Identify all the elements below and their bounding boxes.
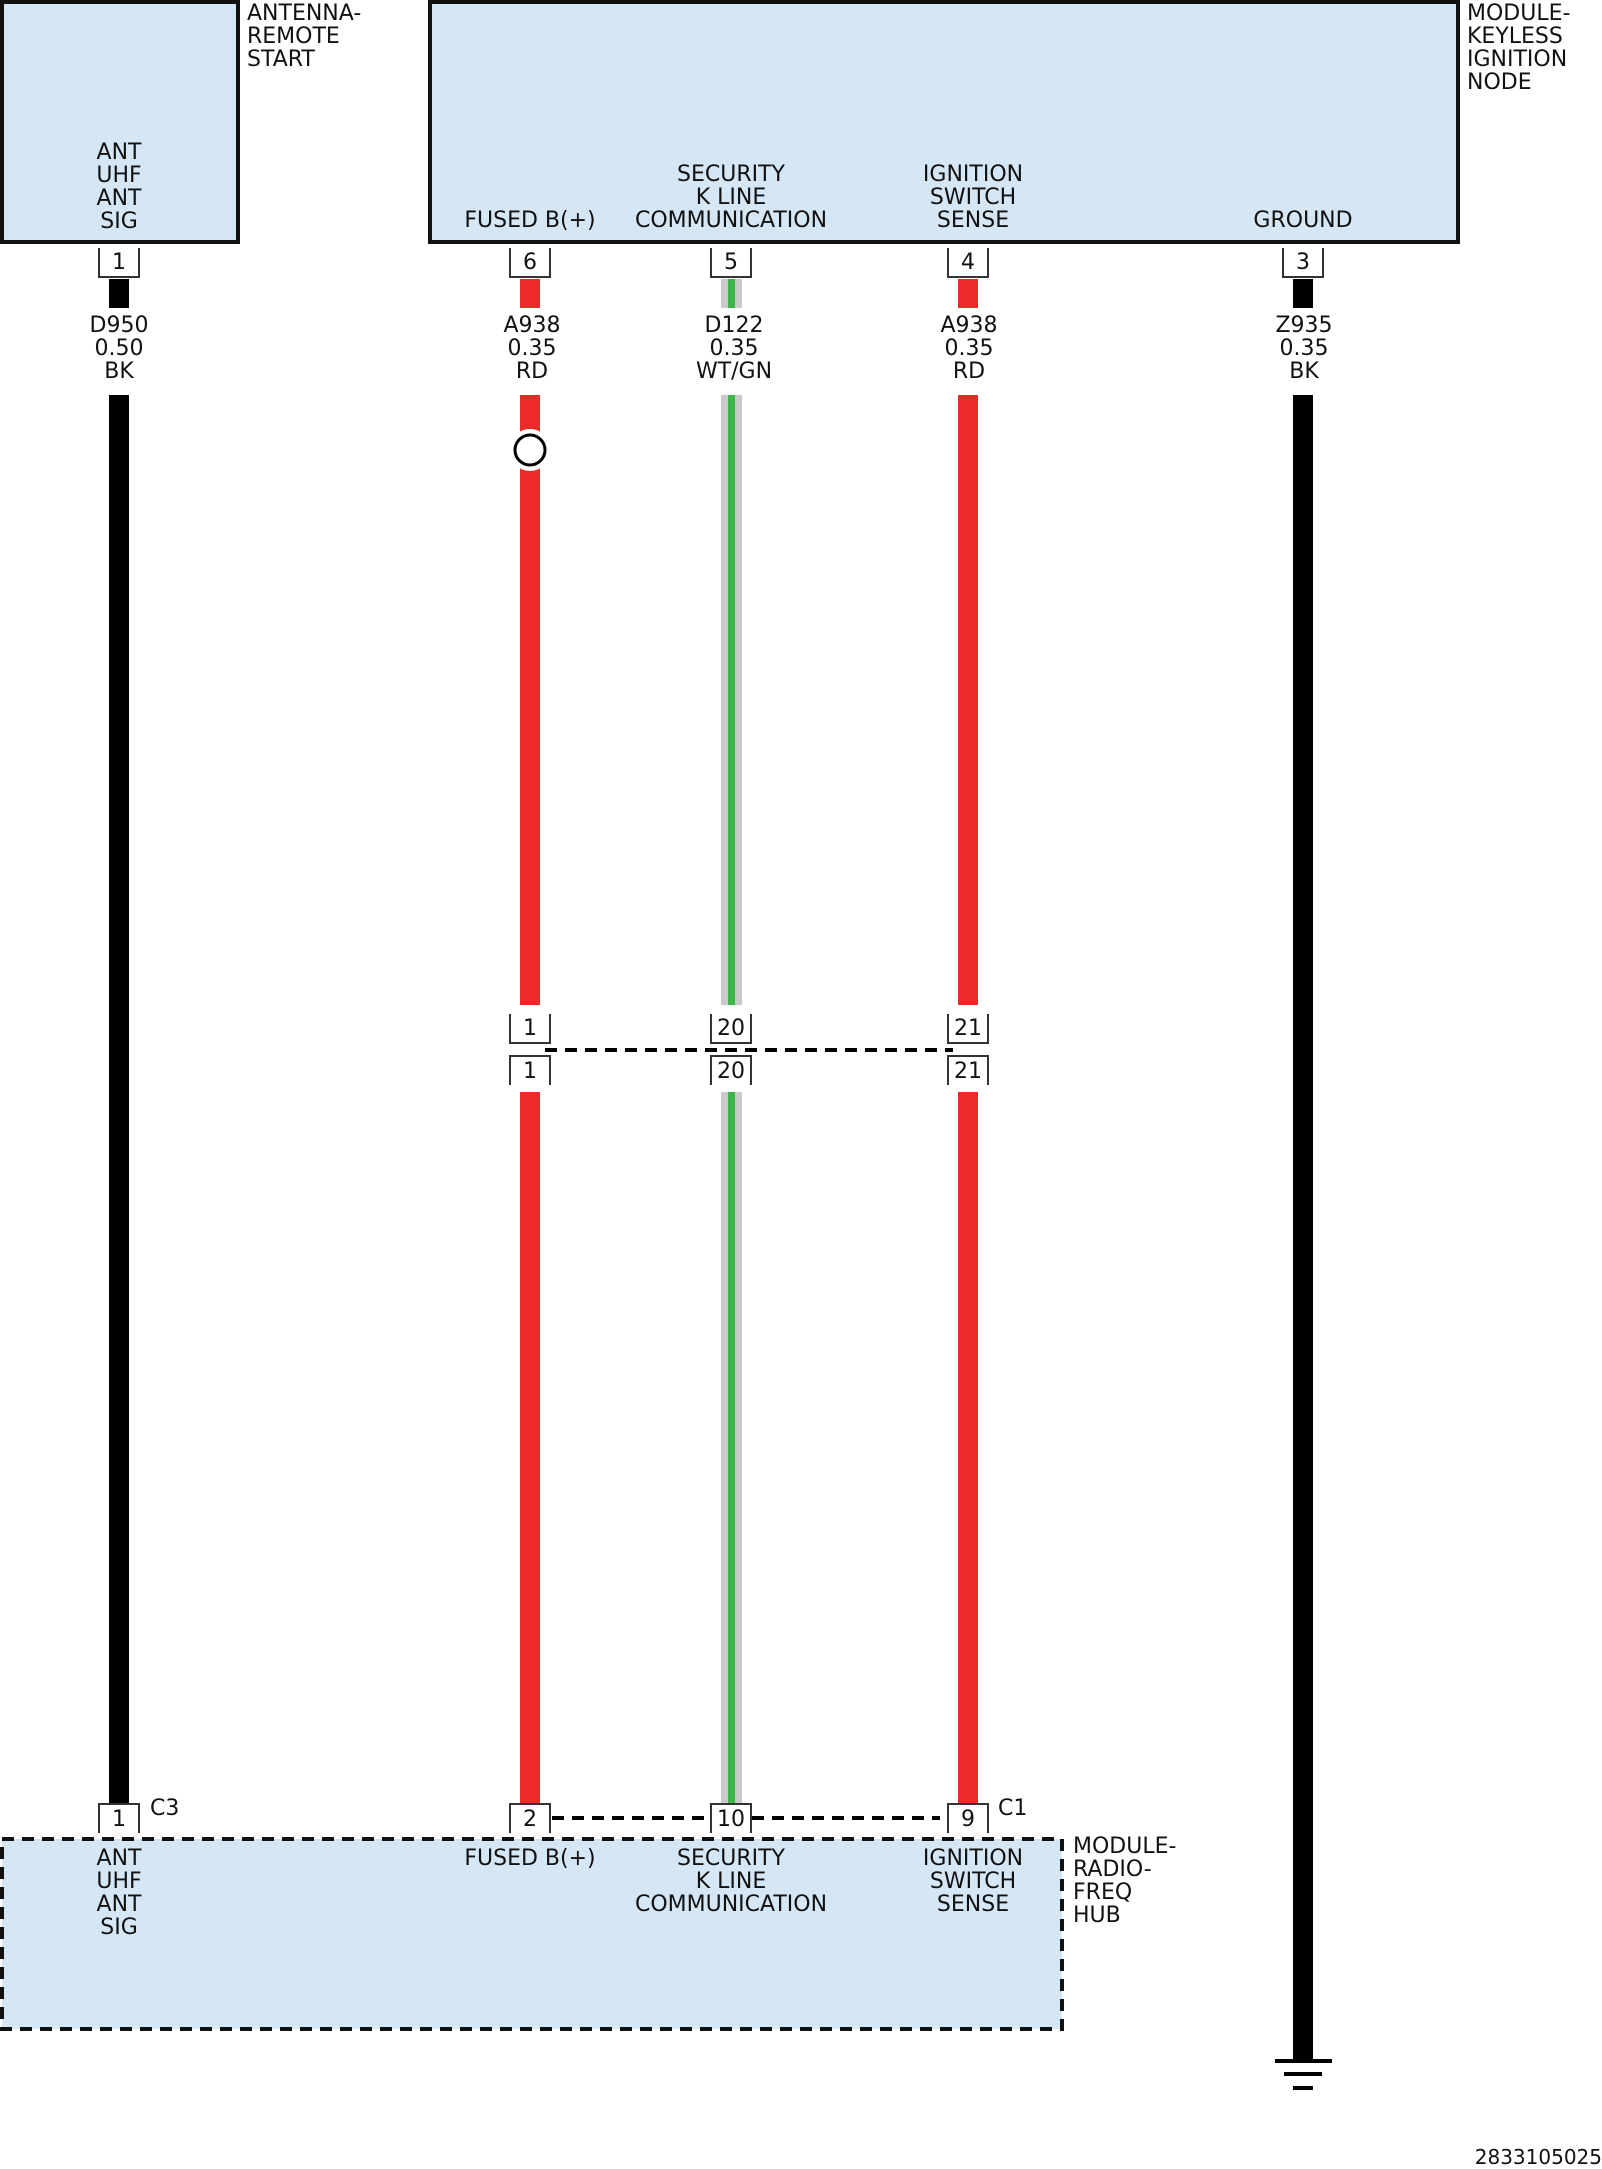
- wire-gauge: 0.35: [507, 336, 557, 361]
- keyless-pin-label-ignition: IGNITION SWITCH SENSE: [922, 162, 1024, 233]
- wire-color: BK: [104, 359, 134, 384]
- wire-d122: [721, 279, 742, 1803]
- antenna-pin-label: ANT UHF ANT SIG: [96, 140, 142, 234]
- hub-pin-label-ignition: IGNITION SWITCH SENSE: [922, 1846, 1024, 1917]
- radio-hub-module-name: MODULE- RADIO- FREQ HUB: [1073, 1834, 1177, 1928]
- inline-upper-pin-1: 1: [509, 1014, 551, 1044]
- hub-pin-2: 2: [509, 1803, 551, 1833]
- hub-pin-label-ant: ANT UHF ANT SIG: [96, 1846, 142, 1940]
- keyless-pin-4: 4: [947, 248, 989, 278]
- wire-z935: [1293, 279, 1313, 2061]
- wire-circuit: D122: [704, 313, 764, 338]
- keyless-node-module-name: MODULE- KEYLESS IGNITION NODE: [1467, 1, 1571, 95]
- inline-upper-pin-20: 20: [710, 1014, 752, 1044]
- antenna-pin-1: 1: [98, 248, 140, 278]
- wire-color: RD: [515, 359, 549, 384]
- keyless-pin-6: 6: [509, 248, 551, 278]
- inline-lower-pin-20: 20: [710, 1055, 752, 1085]
- keyless-pin-5: 5: [710, 248, 752, 278]
- keyless-pin-3: 3: [1282, 248, 1324, 278]
- keyless-pin-label-fused: FUSED B(+): [464, 208, 596, 233]
- hub-pin-10: 10: [710, 1803, 752, 1833]
- inline-lower-pin-21: 21: [947, 1055, 989, 1085]
- wire-gauge: 0.35: [944, 336, 994, 361]
- wire-gauge: 0.35: [709, 336, 759, 361]
- radio-hub-module-box: [0, 1837, 1064, 2031]
- hub-pin-label-security: SECURITY K LINE COMMUNICATION: [634, 1846, 828, 1917]
- wire-color: RD: [952, 359, 986, 384]
- wire-circuit: A938: [503, 313, 561, 338]
- hub-pin-1: 1: [98, 1803, 140, 1833]
- wire-color: BK: [1289, 359, 1319, 384]
- hub-pin-label-fused: FUSED B(+): [464, 1846, 596, 1871]
- antenna-module-name: ANTENNA- REMOTE START: [247, 1, 362, 72]
- wire-circuit: D950: [89, 313, 149, 338]
- wire-circuit: Z935: [1275, 313, 1333, 338]
- inline-lower-pin-1: 1: [509, 1055, 551, 1085]
- wire-circuit: A938: [940, 313, 998, 338]
- connector-c1-label: C1: [998, 1796, 1028, 1821]
- antenna-module-box: [0, 0, 240, 244]
- wire-gauge: 0.35: [1279, 336, 1329, 361]
- keyless-pin-label-ground: GROUND: [1253, 208, 1353, 233]
- ground-icon: [1275, 2059, 1332, 2090]
- wire-a938-fused: [520, 279, 540, 1803]
- connector-c3-label: C3: [150, 1796, 180, 1821]
- keyless-node-module-box: [428, 0, 1460, 244]
- wire-a938-ignition: [958, 279, 978, 1803]
- inline-upper-pin-21: 21: [947, 1014, 989, 1044]
- wire-gauge: 0.50: [94, 336, 144, 361]
- wire-d950: [109, 279, 129, 1803]
- splice-circle-icon: [509, 429, 551, 471]
- hub-pin-9: 9: [947, 1803, 989, 1833]
- diagram-id: 2833105025: [1474, 2145, 1602, 2169]
- wire-color: WT/GN: [695, 359, 773, 384]
- keyless-pin-label-security: SECURITY K LINE COMMUNICATION: [634, 162, 828, 233]
